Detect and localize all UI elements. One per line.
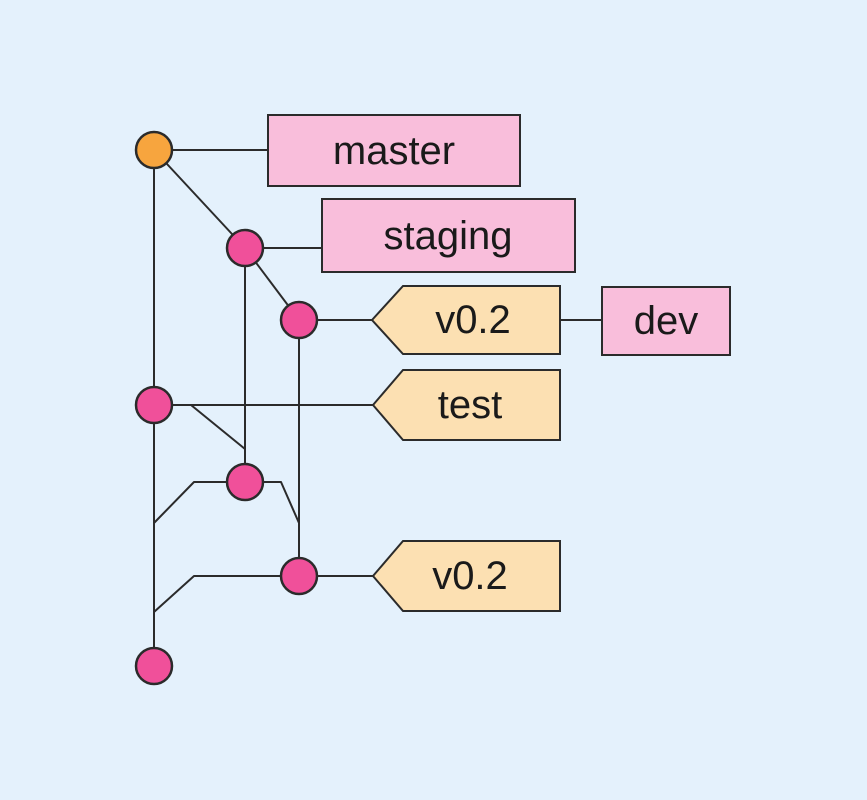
commit-node-5 bbox=[225, 462, 265, 502]
edge-commit6-commit7 bbox=[153, 575, 299, 613]
commit-node-1-highlighted bbox=[134, 130, 174, 170]
branch-label-staging-text: staging bbox=[384, 214, 513, 258]
tag-test-shape bbox=[371, 369, 561, 441]
edge-commit1-commit2 bbox=[153, 149, 246, 249]
tag-v02-dev-shape bbox=[370, 285, 561, 355]
tag-v02-release-text: v0.2 bbox=[432, 554, 508, 598]
branch-label-dev-text: dev bbox=[634, 299, 699, 343]
branch-label-dev: dev bbox=[601, 286, 731, 356]
tag-test-text: test bbox=[438, 383, 502, 427]
tag-v02-dev-text: v0.2 bbox=[435, 298, 511, 342]
tag-test: test bbox=[371, 369, 561, 441]
tag-v02-release-shape bbox=[371, 540, 561, 612]
branch-label-master-box bbox=[267, 114, 521, 187]
commit-node-6 bbox=[279, 556, 319, 596]
branch-label-dev-box bbox=[601, 286, 731, 356]
commit-node-7 bbox=[134, 646, 174, 686]
tag-v02-release: v0.2 bbox=[371, 540, 561, 612]
commit-node-4 bbox=[134, 385, 174, 425]
branch-label-master: master bbox=[267, 114, 521, 187]
branch-label-master-text: master bbox=[333, 129, 455, 173]
branch-label-staging-box bbox=[321, 198, 576, 273]
commit-node-2 bbox=[225, 228, 265, 268]
tag-v02-dev: v0.2 bbox=[370, 285, 561, 355]
branch-label-staging: staging bbox=[321, 198, 576, 273]
commit-node-3 bbox=[279, 300, 319, 340]
